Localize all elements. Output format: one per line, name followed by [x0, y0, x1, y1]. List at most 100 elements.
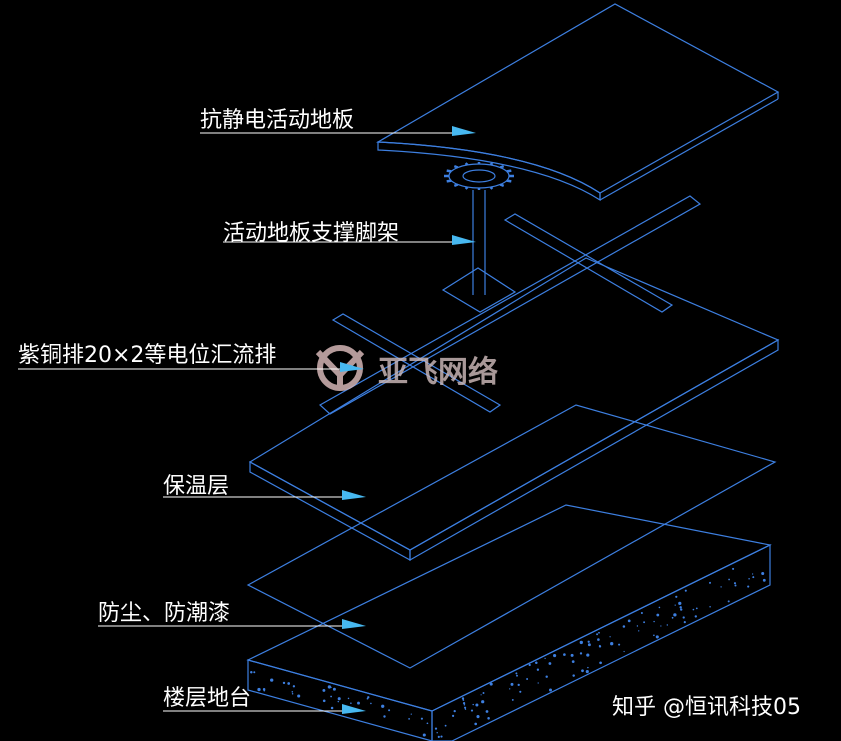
pedestal-tooth [446, 179, 452, 183]
speckle [666, 624, 668, 626]
speckle [509, 688, 511, 690]
speckle [330, 706, 334, 710]
callout-support: 活动地板支撑脚架 [223, 221, 476, 246]
speckle [695, 607, 698, 610]
copper-bar-cross-upper [503, 213, 674, 313]
callout-dust-coat: 防尘、防潮漆 [98, 601, 366, 629]
speckle [587, 640, 590, 643]
speckle [572, 674, 575, 677]
label-slab: 楼层地台 [163, 686, 251, 711]
speckle [733, 582, 737, 585]
speckle [747, 585, 750, 588]
speckle [462, 699, 465, 701]
speckle [751, 573, 754, 575]
speckle [674, 604, 676, 606]
speckle [366, 697, 369, 700]
speckle [297, 694, 301, 698]
speckle [656, 613, 660, 617]
speckle [675, 595, 678, 598]
speckle [322, 699, 326, 703]
speckle [671, 616, 674, 619]
speckle [643, 621, 646, 624]
speckle [381, 704, 385, 708]
speckle [253, 671, 256, 674]
speckle [684, 589, 687, 592]
speckle [470, 709, 474, 712]
speckle [728, 578, 730, 581]
speckle [598, 645, 602, 648]
speckle [481, 700, 485, 704]
pedestal-head-teeth [444, 162, 514, 190]
speckle [579, 640, 583, 645]
speckle [653, 634, 655, 637]
speckle [322, 688, 326, 692]
speckle [291, 691, 294, 693]
speckle [544, 657, 546, 660]
watermark: 亚飞网络 [315, 345, 498, 391]
speckle [489, 682, 493, 686]
insulation-front-edge [249, 460, 411, 562]
speckle [720, 586, 722, 588]
speckle [436, 731, 438, 734]
speckle [482, 692, 485, 694]
speckle [511, 698, 514, 701]
insulation-layer [248, 257, 780, 562]
speckle [453, 709, 456, 713]
speckle [709, 606, 711, 608]
speckle [463, 703, 466, 706]
speckle [282, 681, 286, 685]
speckle [347, 697, 350, 700]
pedestal-tooth [453, 183, 459, 188]
pedestal-head [448, 163, 510, 189]
pedestal-tooth [453, 164, 459, 169]
callout-floor-panel: 抗静电活动地板 [200, 108, 476, 136]
speckle [292, 685, 296, 688]
speckle [257, 687, 261, 692]
speckle [581, 669, 584, 673]
arrow-insulation-icon [342, 490, 366, 500]
speckle [587, 643, 591, 647]
speckle [536, 668, 540, 671]
speckle [462, 701, 466, 705]
speckle [528, 663, 531, 667]
speckle [658, 606, 661, 609]
speckle [327, 685, 332, 689]
speckle [526, 678, 529, 680]
speckle [388, 709, 391, 712]
speckle [655, 635, 659, 639]
speckle [472, 703, 474, 706]
speckle [694, 615, 697, 618]
pedestal-tooth [489, 162, 494, 166]
speckle [332, 687, 336, 691]
speckle [485, 710, 489, 713]
speckle [683, 621, 686, 624]
speckle [545, 675, 548, 678]
speckle [330, 695, 332, 698]
speckle [516, 674, 518, 677]
speckle [752, 576, 755, 579]
callout-copper-bar: 紫铜排20×2等电位汇流排 [18, 343, 364, 372]
speckle [673, 613, 677, 617]
callout-slab: 楼层地台 [163, 686, 366, 714]
speckle [640, 611, 643, 615]
speckle [748, 577, 750, 580]
pedestal-tooth [506, 169, 512, 173]
arrow-slab-icon [342, 704, 366, 714]
speckle [622, 625, 626, 628]
pedestal-tooth [499, 164, 505, 169]
pedestal-tooth [506, 179, 512, 183]
label-floor-panel: 抗静电活动地板 [200, 108, 354, 133]
speckle [585, 670, 589, 674]
arrow-dust-coat-icon [342, 619, 366, 629]
slab-front-face [247, 659, 433, 741]
speckle [563, 653, 566, 656]
speckle [732, 567, 735, 570]
support-pedestal [441, 162, 517, 313]
speckle [451, 714, 455, 718]
source-credit: 知乎 @恒讯科技05 [612, 695, 801, 720]
speckle [537, 682, 539, 684]
concrete-texture [250, 567, 766, 739]
speckle [474, 722, 478, 726]
speckle [426, 722, 429, 725]
speckle [337, 700, 340, 703]
